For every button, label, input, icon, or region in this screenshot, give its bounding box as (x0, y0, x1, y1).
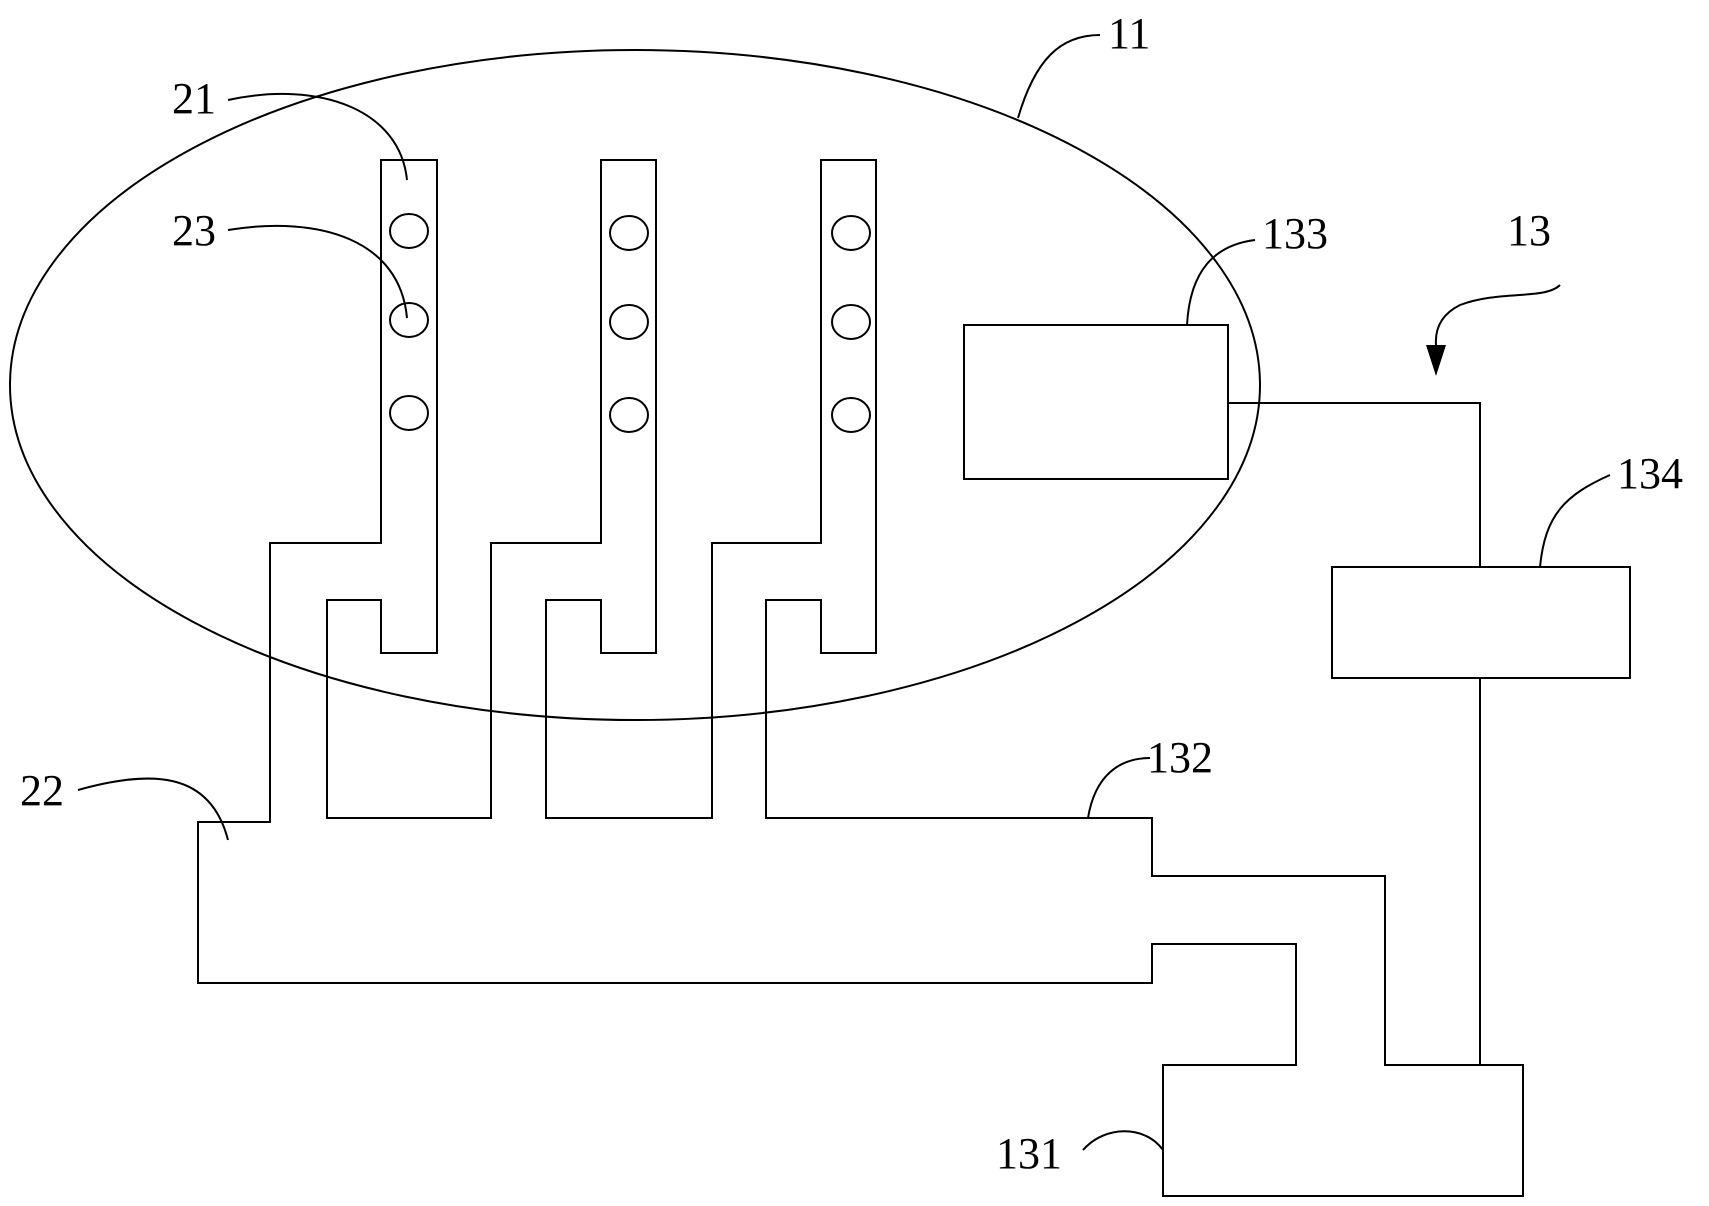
hole-2-3 (609, 397, 649, 433)
signal-wire (1228, 402, 1481, 1065)
leader-23 (227, 224, 408, 319)
label-23: 23 (172, 206, 216, 255)
hole-1-1 (389, 213, 429, 249)
label-13: 13 (1507, 206, 1551, 255)
label-134: 134 (1617, 449, 1683, 498)
leader-21 (227, 92, 408, 181)
hole-2-2 (609, 304, 649, 340)
box-133 (963, 324, 1229, 480)
leader-22 (77, 777, 229, 841)
label-11: 11 (1108, 9, 1150, 58)
hole-1-3 (389, 395, 429, 431)
hole-1-2 (389, 302, 429, 338)
box-134 (1331, 566, 1631, 679)
leader-132 (1087, 757, 1151, 819)
leader-133 (1186, 239, 1256, 326)
chamber-ellipse (9, 49, 1261, 721)
label-131: 131 (996, 1129, 1062, 1178)
arrow-13-head (1426, 345, 1446, 376)
hole-3-2 (831, 304, 871, 340)
label-132: 132 (1147, 733, 1213, 782)
arrow-13-shaft (1434, 284, 1561, 346)
leader-134 (1539, 474, 1611, 568)
label-22: 22 (20, 766, 64, 815)
hole-2-1 (609, 215, 649, 251)
electrode-strip-1 (197, 159, 1524, 1197)
label-133: 133 (1262, 209, 1328, 258)
hole-3-3 (831, 397, 871, 433)
leader-11 (1017, 34, 1101, 119)
label-21: 21 (172, 74, 216, 123)
hole-3-1 (831, 215, 871, 251)
leader-131 (1082, 1130, 1164, 1151)
